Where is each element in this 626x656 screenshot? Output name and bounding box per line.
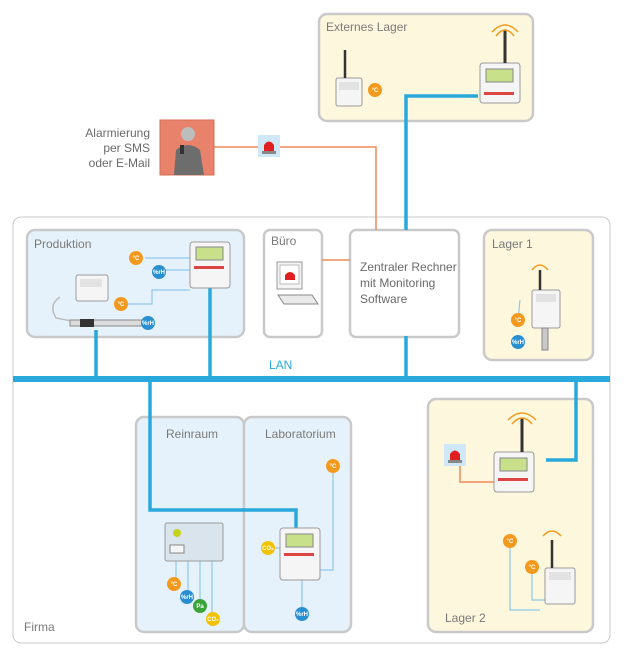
svg-text:%rH: %rH [512,340,524,346]
lan-label: LAN [269,358,292,372]
central-label-line3: Software [360,292,408,306]
svg-text:%rH: %rH [181,595,193,601]
humidity-badge: %rH [295,607,309,621]
svg-text:°C: °C [171,582,178,588]
pressure-module-reinraum [164,522,224,562]
alarm-label-line1: Alarmierung [85,126,150,140]
person-phone-icon [159,119,215,176]
temp-badge: °C [167,577,181,591]
svg-text:%rH: %rH [296,612,308,618]
lan-links [94,94,578,528]
lan-backbone [13,376,610,382]
svg-text:°C: °C [515,318,522,324]
svg-text:°C: °C [133,256,140,262]
alarm-label-line3: oder E-Mail [89,156,150,170]
temp-badge: °C [326,459,340,473]
logger-device-lager1 [531,264,561,351]
logger-device-lager2 [493,412,537,493]
svg-text:°C: °C [118,302,125,308]
svg-text:%rH: %rH [142,321,154,327]
svg-text:°C: °C [507,539,514,545]
humidity-badge: %rH [152,265,166,279]
pressure-badge: Pa [193,599,207,613]
temp-badge: °C [503,534,517,548]
logger-device-externes-lager [479,24,521,104]
logger-device-laboratorium [279,527,321,581]
temp-badge: °C [114,297,128,311]
svg-text:Pa: Pa [196,604,204,610]
reinraum-label: Reinraum [166,427,218,441]
co2-badge: CO₂ [261,541,275,555]
workstation-icon [276,261,319,305]
central-label-line2: mit Monitoring [360,276,435,290]
humidity-badge: %rH [180,590,194,604]
probe-logger-produktion [52,274,145,327]
buero-label: Büro [271,234,297,248]
svg-text:CO₂: CO₂ [262,546,274,552]
svg-text:°C: °C [330,464,337,470]
produktion-label: Produktion [34,237,91,251]
co2-badge: CO₂ [206,612,220,626]
alarm-label-line2: per SMS [103,141,150,155]
svg-text:CO₂: CO₂ [207,617,219,623]
small-transmitter-externes-lager [335,50,363,107]
alarm-light-icon-lager2 [444,444,466,466]
central-label-line1: Zentraler Rechner [360,260,457,274]
logger-device-produktion [189,241,231,289]
alarm-light-icon [258,135,280,157]
lager1-label: Lager 1 [492,237,533,251]
small-transmitter-lager2 [542,530,576,605]
svg-text:°C: °C [372,88,379,94]
firma-label: Firma [24,620,55,634]
temp-badge: °C [511,313,525,327]
humidity-badge: %rH [141,316,155,330]
externes-lager-label: Externes Lager [326,20,407,34]
svg-text:°C: °C [529,565,536,571]
temp-badge: °C [368,83,382,97]
lager2-label: Lager 2 [445,611,486,625]
temp-badge: °C [129,251,143,265]
svg-text:%rH: %rH [153,270,165,276]
temp-badge: °C [525,560,539,574]
humidity-badge: %rH [511,335,525,349]
laboratorium-label: Laboratorium [265,427,336,441]
